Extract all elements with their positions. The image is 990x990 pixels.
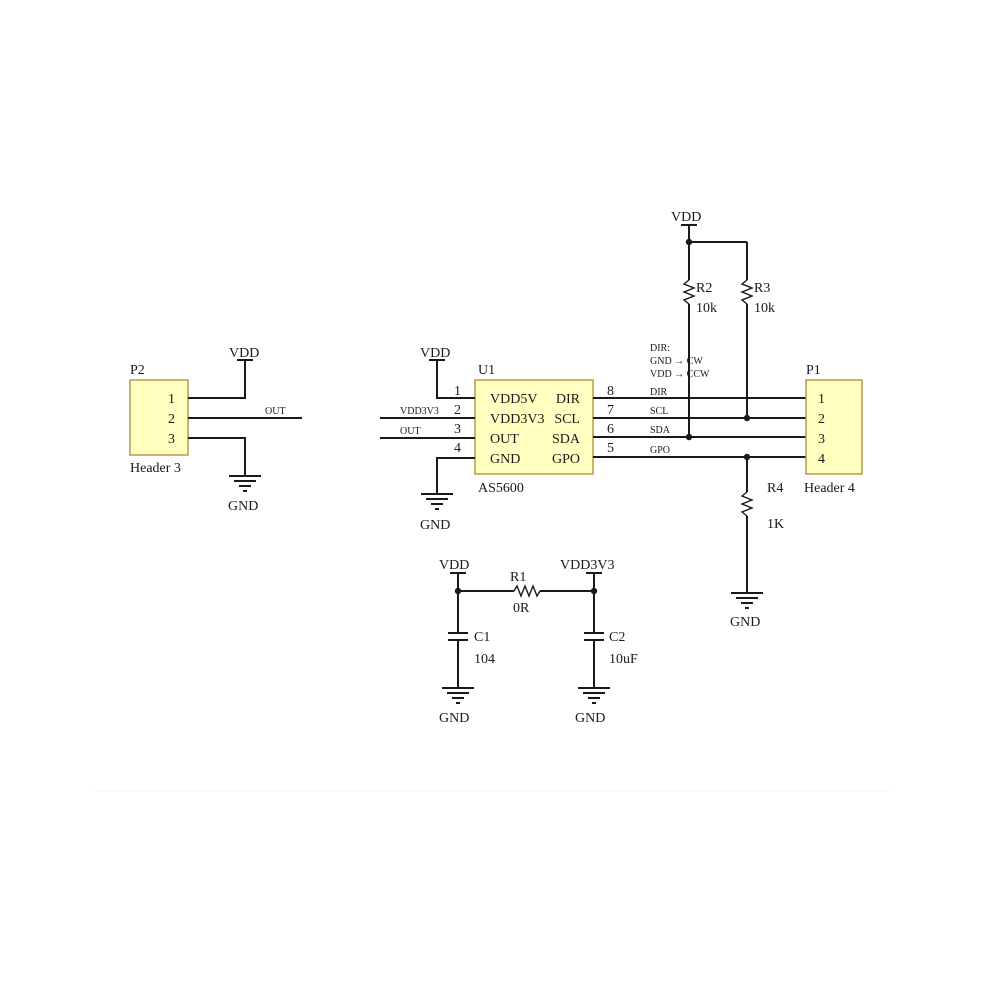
c2-value: 10uF: [609, 652, 638, 667]
header-p1: P1 1 2 3 4 Header 4: [804, 363, 863, 496]
u1-vdd-label: VDD: [420, 346, 450, 361]
u1-pin-name-6: SDA: [552, 432, 581, 447]
r4-resistor: [740, 491, 754, 517]
pullup-vdd-label: VDD: [671, 210, 701, 225]
u1-pin-num-7: 7: [607, 403, 614, 418]
r2-value: 10k: [696, 301, 717, 316]
u1-pin-name-8: DIR: [556, 392, 581, 407]
r4-ground-symbol: [731, 592, 763, 609]
p2-vdd-wire: [188, 360, 246, 399]
u1-pin-num-6: 6: [607, 422, 614, 437]
c1-gnd-label: GND: [439, 711, 469, 726]
p1-pin-4: 4: [818, 452, 825, 467]
c1-value: 104: [474, 652, 495, 667]
p2-pin-2: 2: [168, 412, 175, 427]
chip-u1: U1 VDD5V VDD3V3 OUT GND DIR SCL SDA GPO …: [380, 346, 614, 533]
p1-ref: P1: [806, 363, 821, 378]
u1-pin-name-4: GND: [490, 452, 520, 467]
p2-pin-3: 3: [168, 432, 175, 447]
signal-bus: DIR SCL SDA GPO: [593, 387, 806, 458]
p2-body: [129, 379, 189, 456]
u1-gnd-wire: [436, 457, 475, 494]
sda-junction: [685, 433, 693, 441]
p1-type: Header 4: [804, 481, 855, 496]
c2-ground-symbol: [578, 687, 610, 704]
p1-pin-1: 1: [818, 392, 825, 407]
p2-vdd-label: VDD: [229, 346, 259, 361]
u1-pin-name-1: VDD5V: [490, 392, 537, 407]
r1-resistor: [513, 584, 541, 598]
r1-ref: R1: [510, 570, 526, 585]
scl-net-label: SCL: [650, 406, 668, 417]
r4-value: 1K: [767, 517, 784, 532]
scl-junction: [743, 414, 751, 422]
u1-pin-name-5: GPO: [552, 452, 580, 467]
u1-pin-num-3: 3: [454, 422, 461, 437]
r2-ref: R2: [696, 281, 712, 296]
p2-out-label: OUT: [265, 406, 286, 417]
p2-gnd-wire: [188, 437, 246, 476]
dir-note-line-2: GND → CW: [650, 356, 703, 367]
dir-note-line-3: VDD → CCW: [650, 369, 710, 380]
dir-note-line-1: DIR:: [650, 343, 670, 354]
p1-pin-2: 2: [818, 412, 825, 427]
u1-pin-num-4: 4: [454, 441, 461, 456]
sda-net-label: SDA: [650, 425, 671, 436]
u1-pin-name-2: VDD3V3: [490, 412, 544, 427]
supply-vdd-label: VDD: [439, 558, 469, 573]
r3-value: 10k: [754, 301, 775, 316]
pullup-junction: [685, 238, 693, 246]
p1-pin-3: 3: [818, 432, 825, 447]
u1-pin-name-3: OUT: [490, 432, 519, 447]
r1-value: 0R: [513, 601, 530, 616]
r4-ref: R4: [767, 481, 783, 496]
u1-pin-num-2: 2: [454, 403, 461, 418]
c1-ground-symbol: [442, 687, 474, 704]
u1-ref: U1: [478, 363, 495, 378]
r4-gnd-label: GND: [730, 615, 760, 630]
u1-pin-num-1: 1: [454, 384, 461, 399]
p2-gnd-label: GND: [228, 499, 258, 514]
p2-ground-symbol: [229, 475, 261, 492]
u1-body: [474, 379, 594, 475]
p2-ref: P2: [130, 363, 145, 378]
gpo-pulldown: R4 1K GND: [730, 453, 784, 630]
header-p2: P2 1 2 3 Header 3 VDD OUT GND: [129, 346, 302, 514]
dir-net-label: DIR: [650, 387, 668, 398]
supply-section: VDD VDD3V3 R1 0R C1 104 GND C2 10uF: [439, 558, 638, 726]
r3-resistor: [740, 279, 754, 305]
u1-part: AS5600: [478, 481, 524, 496]
supply-vdd3v3-label: VDD3V3: [560, 558, 614, 573]
gpo-net-label: GPO: [650, 445, 670, 456]
u1-pin-name-7: SCL: [554, 412, 580, 427]
u1-vdd3v3-label: VDD3V3: [400, 406, 439, 417]
pullup-network: VDD R2 10k R3 10k: [671, 210, 775, 441]
r3-ref: R3: [754, 281, 770, 296]
u1-ground-symbol: [421, 493, 453, 510]
r2-resistor: [682, 279, 696, 305]
c2-ref: C2: [609, 630, 625, 645]
p2-pin-1: 1: [168, 392, 175, 407]
p2-type: Header 3: [130, 461, 181, 476]
u1-vdd-wire: [436, 360, 475, 399]
c2-gnd-label: GND: [575, 711, 605, 726]
c1-ref: C1: [474, 630, 490, 645]
u1-pin-num-8: 8: [607, 384, 614, 399]
u1-pin-num-5: 5: [607, 441, 614, 456]
u1-out-label: OUT: [400, 426, 421, 437]
dir-note: DIR: GND → CW VDD → CCW: [650, 343, 710, 380]
p1-body: [805, 379, 863, 475]
u1-gnd-label: GND: [420, 518, 450, 533]
